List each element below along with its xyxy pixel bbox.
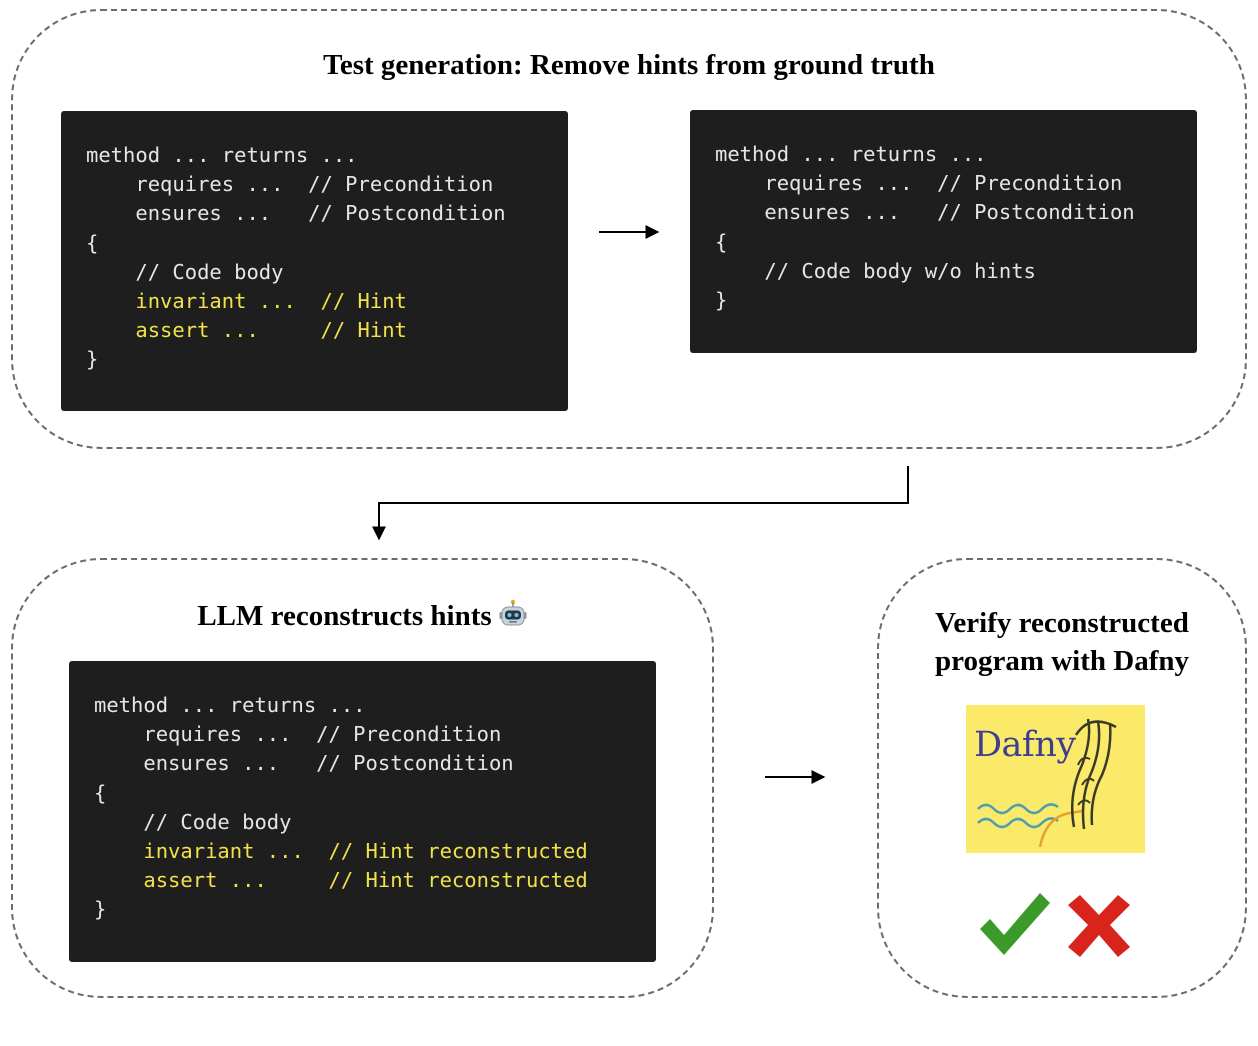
dafny-logo-text: Dafny xyxy=(974,725,1076,765)
stripped-code-block: method ... returns ... requires ... // P… xyxy=(690,110,1197,353)
code-line: requires ... // Precondition xyxy=(86,172,494,197)
code-line-hint: invariant ... // Hint xyxy=(86,289,407,314)
code-line: } xyxy=(94,897,107,922)
code-line: method ... returns ... xyxy=(86,143,358,167)
code-line: // Code body w/o hints xyxy=(715,258,1036,283)
reconstructed-code-block: method ... returns ... requires ... // P… xyxy=(69,661,656,962)
dafny-logo: Dafny xyxy=(966,705,1145,853)
verify-panel: Verify reconstructed program with Dafny xyxy=(877,558,1247,998)
code-line: { xyxy=(715,229,728,254)
dafny-logo-drawing xyxy=(977,718,1117,848)
robot-icon xyxy=(499,599,527,626)
code-line: ensures ... // Postcondition xyxy=(94,751,514,776)
llm-reconstruct-title: LLM reconstructs hints xyxy=(13,598,712,634)
test-generation-panel: Test generation: Remove hints from groun… xyxy=(11,9,1247,449)
check-mark-icon xyxy=(980,893,1050,955)
cross-mark-icon xyxy=(1068,895,1130,957)
arrow-top-to-llm xyxy=(372,466,909,541)
llm-reconstruct-panel: LLM reconstructs hints xyxy=(11,558,714,998)
code-line: { xyxy=(86,230,99,255)
code-line: method ... returns ... xyxy=(715,142,987,166)
code-line: // Code body xyxy=(86,259,284,284)
code-line: method ... returns ... xyxy=(94,693,366,717)
code-line-hint: assert ... // Hint reconstructed xyxy=(94,868,588,893)
code-line: requires ... // Precondition xyxy=(94,722,502,747)
code-line: { xyxy=(94,780,107,805)
original-code-block: method ... returns ... requires ... // P… xyxy=(61,111,568,411)
verify-title-line2: program with Dafny xyxy=(934,645,1190,677)
code-line: ensures ... // Postcondition xyxy=(715,200,1135,225)
code-line: } xyxy=(715,288,728,313)
verify-title: Verify reconstructed program with Dafny xyxy=(879,604,1245,680)
verify-title-line1: Verify reconstructed xyxy=(935,607,1189,639)
code-line: requires ... // Precondition xyxy=(715,171,1123,196)
code-line: ensures ... // Postcondition xyxy=(86,201,506,226)
llm-reconstruct-title-text: LLM reconstructs hints xyxy=(197,600,492,632)
test-generation-title: Test generation: Remove hints from groun… xyxy=(323,49,935,81)
code-line: // Code body xyxy=(94,809,292,834)
code-line-hint: invariant ... // Hint reconstructed xyxy=(94,839,588,864)
code-line: } xyxy=(86,347,99,372)
code-line-hint: assert ... // Hint xyxy=(86,318,407,343)
